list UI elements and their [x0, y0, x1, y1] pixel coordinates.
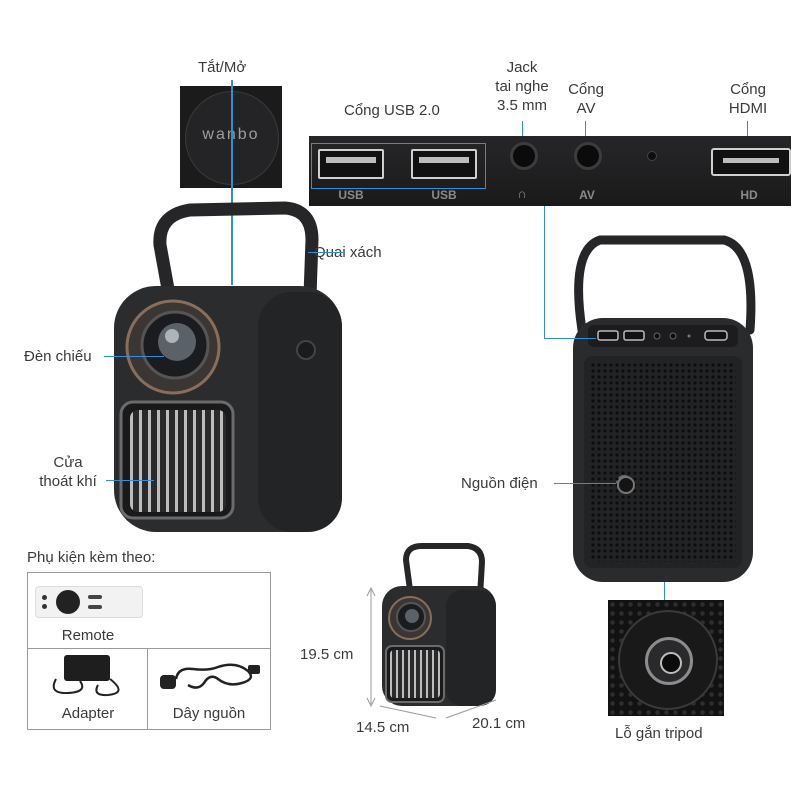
usb-port-1	[318, 149, 384, 179]
tripod-mount-icon	[645, 637, 693, 685]
lens-label: Đèn chiếu	[24, 348, 92, 365]
brand-logo: wanbo	[180, 126, 282, 144]
port-panel: USB USB ∩ AV HD	[309, 136, 791, 206]
width-dimension: 20.1 cm	[472, 715, 526, 732]
hdmi-mark: HD	[740, 188, 758, 202]
power-cord-caption: Dây nguồn	[172, 705, 246, 722]
adapter-image	[64, 655, 110, 681]
jack-label: Jack tai nghe 3.5 mm	[495, 59, 549, 114]
usb-port-2	[411, 149, 477, 179]
tripod-label: Lỗ gắn tripod	[615, 725, 703, 742]
accessories-title: Phụ kiện kèm theo:	[27, 549, 156, 566]
rear-speaker-grille	[590, 362, 736, 562]
headphone-jack	[510, 142, 538, 170]
power-input-icon	[617, 476, 635, 494]
hdmi-port	[711, 148, 791, 176]
remote-caption: Remote	[61, 627, 115, 644]
av-mark: AV	[579, 188, 595, 202]
adapter-caption: Adapter	[61, 705, 115, 722]
accessory-adapter: Adapter	[27, 648, 149, 730]
handle-label: Quai xách	[314, 244, 382, 261]
tripod-closeup	[608, 600, 724, 716]
height-dimension: 19.5 cm	[300, 646, 354, 663]
headphone-icon: ∩	[517, 186, 527, 201]
av-jack	[574, 142, 602, 170]
power-input-label: Nguồn điện	[461, 475, 538, 492]
usb-mark-1: USB	[338, 188, 364, 202]
vent-label: Cửa thoát khí	[39, 454, 97, 490]
accessory-power-cord: Dây nguồn	[147, 648, 271, 730]
power-cord-image	[160, 663, 260, 689]
front-vent-slats	[130, 410, 226, 512]
power-button-label: Tắt/Mở	[198, 59, 247, 76]
usb-mark-2: USB	[431, 188, 457, 202]
usb-port-label: Cổng USB 2.0	[344, 102, 440, 119]
reset-hole	[647, 151, 657, 161]
av-port-label: Cổng AV	[568, 81, 604, 117]
hdmi-port-label: Cổng HDMI	[728, 81, 768, 117]
accessory-remote: Remote	[27, 572, 271, 650]
small-vent-slats	[390, 650, 440, 698]
remote-image	[35, 586, 143, 618]
depth-dimension: 14.5 cm	[356, 719, 410, 736]
